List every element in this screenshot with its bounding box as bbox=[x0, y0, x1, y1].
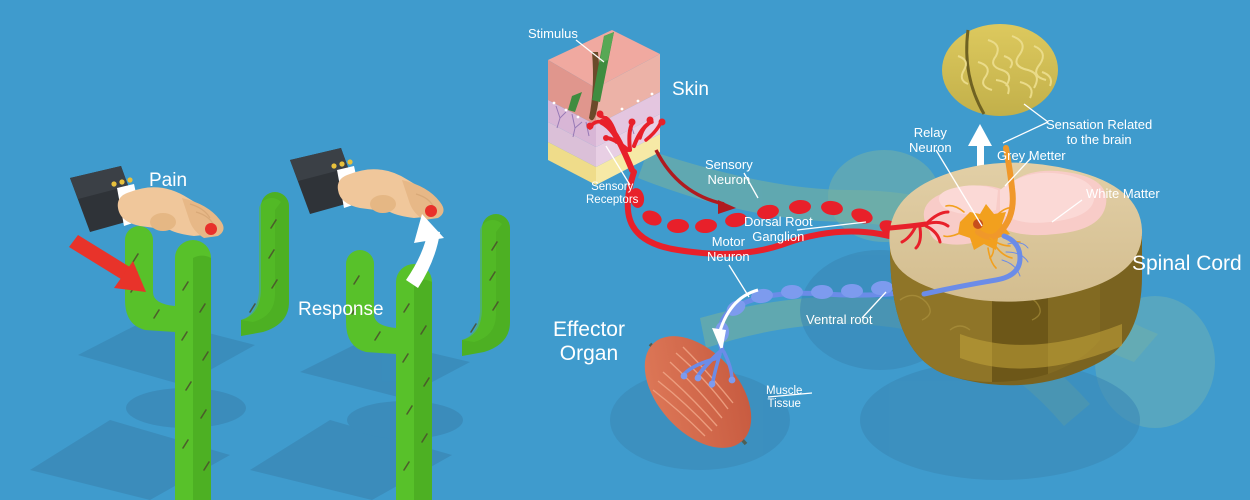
label-response: Response bbox=[298, 299, 384, 320]
label-relay-neuron: Relay Neuron bbox=[909, 125, 952, 155]
label-ventral-root: Ventral root bbox=[806, 312, 873, 327]
thorn-icon bbox=[568, 32, 614, 112]
label-skin: Skin bbox=[672, 79, 709, 100]
brain-signal-arrow-icon bbox=[968, 124, 992, 188]
arrow-flow-icon bbox=[654, 149, 736, 214]
cactus-response bbox=[346, 214, 510, 500]
motor-flow-arrow-icon bbox=[712, 288, 759, 352]
effector-organ-muscle bbox=[644, 336, 752, 448]
hand-pain bbox=[70, 166, 224, 238]
motor-origin bbox=[921, 233, 1029, 297]
label-sensation-brain: Sensation Related to the brain bbox=[1046, 117, 1153, 147]
label-stimulus: Stimulus bbox=[528, 26, 578, 41]
arrow-up-icon bbox=[406, 214, 444, 288]
label-spinal-cord: Spinal Cord bbox=[1132, 252, 1242, 275]
sensory-neuron-axon bbox=[624, 169, 949, 261]
spinal-cord bbox=[887, 145, 1143, 386]
label-white-matter: White Matter bbox=[1086, 186, 1160, 201]
label-pain: Pain bbox=[149, 170, 188, 191]
cactus-pain bbox=[125, 192, 289, 500]
label-motor-neuron: Motor Neuron bbox=[707, 234, 750, 264]
label-muscle-tissue: Muscle Tissue bbox=[766, 385, 803, 411]
label-sensory-receptors: Sensory Receptors bbox=[586, 181, 639, 207]
sensory-terminal bbox=[887, 210, 950, 250]
skin-block bbox=[548, 30, 660, 185]
leader-lines bbox=[575, 39, 1083, 398]
brain-illustration bbox=[942, 24, 1058, 116]
arrow-down-icon bbox=[69, 235, 146, 292]
label-grey-matter: Grey Metter bbox=[997, 148, 1066, 163]
hand-response bbox=[290, 148, 444, 220]
label-dorsal-root-ganglion: Dorsal Root Ganglion bbox=[744, 214, 813, 244]
label-sensory-neuron: Sensory Neuron bbox=[705, 157, 753, 187]
label-effector-organ: Effector Organ bbox=[553, 318, 625, 366]
